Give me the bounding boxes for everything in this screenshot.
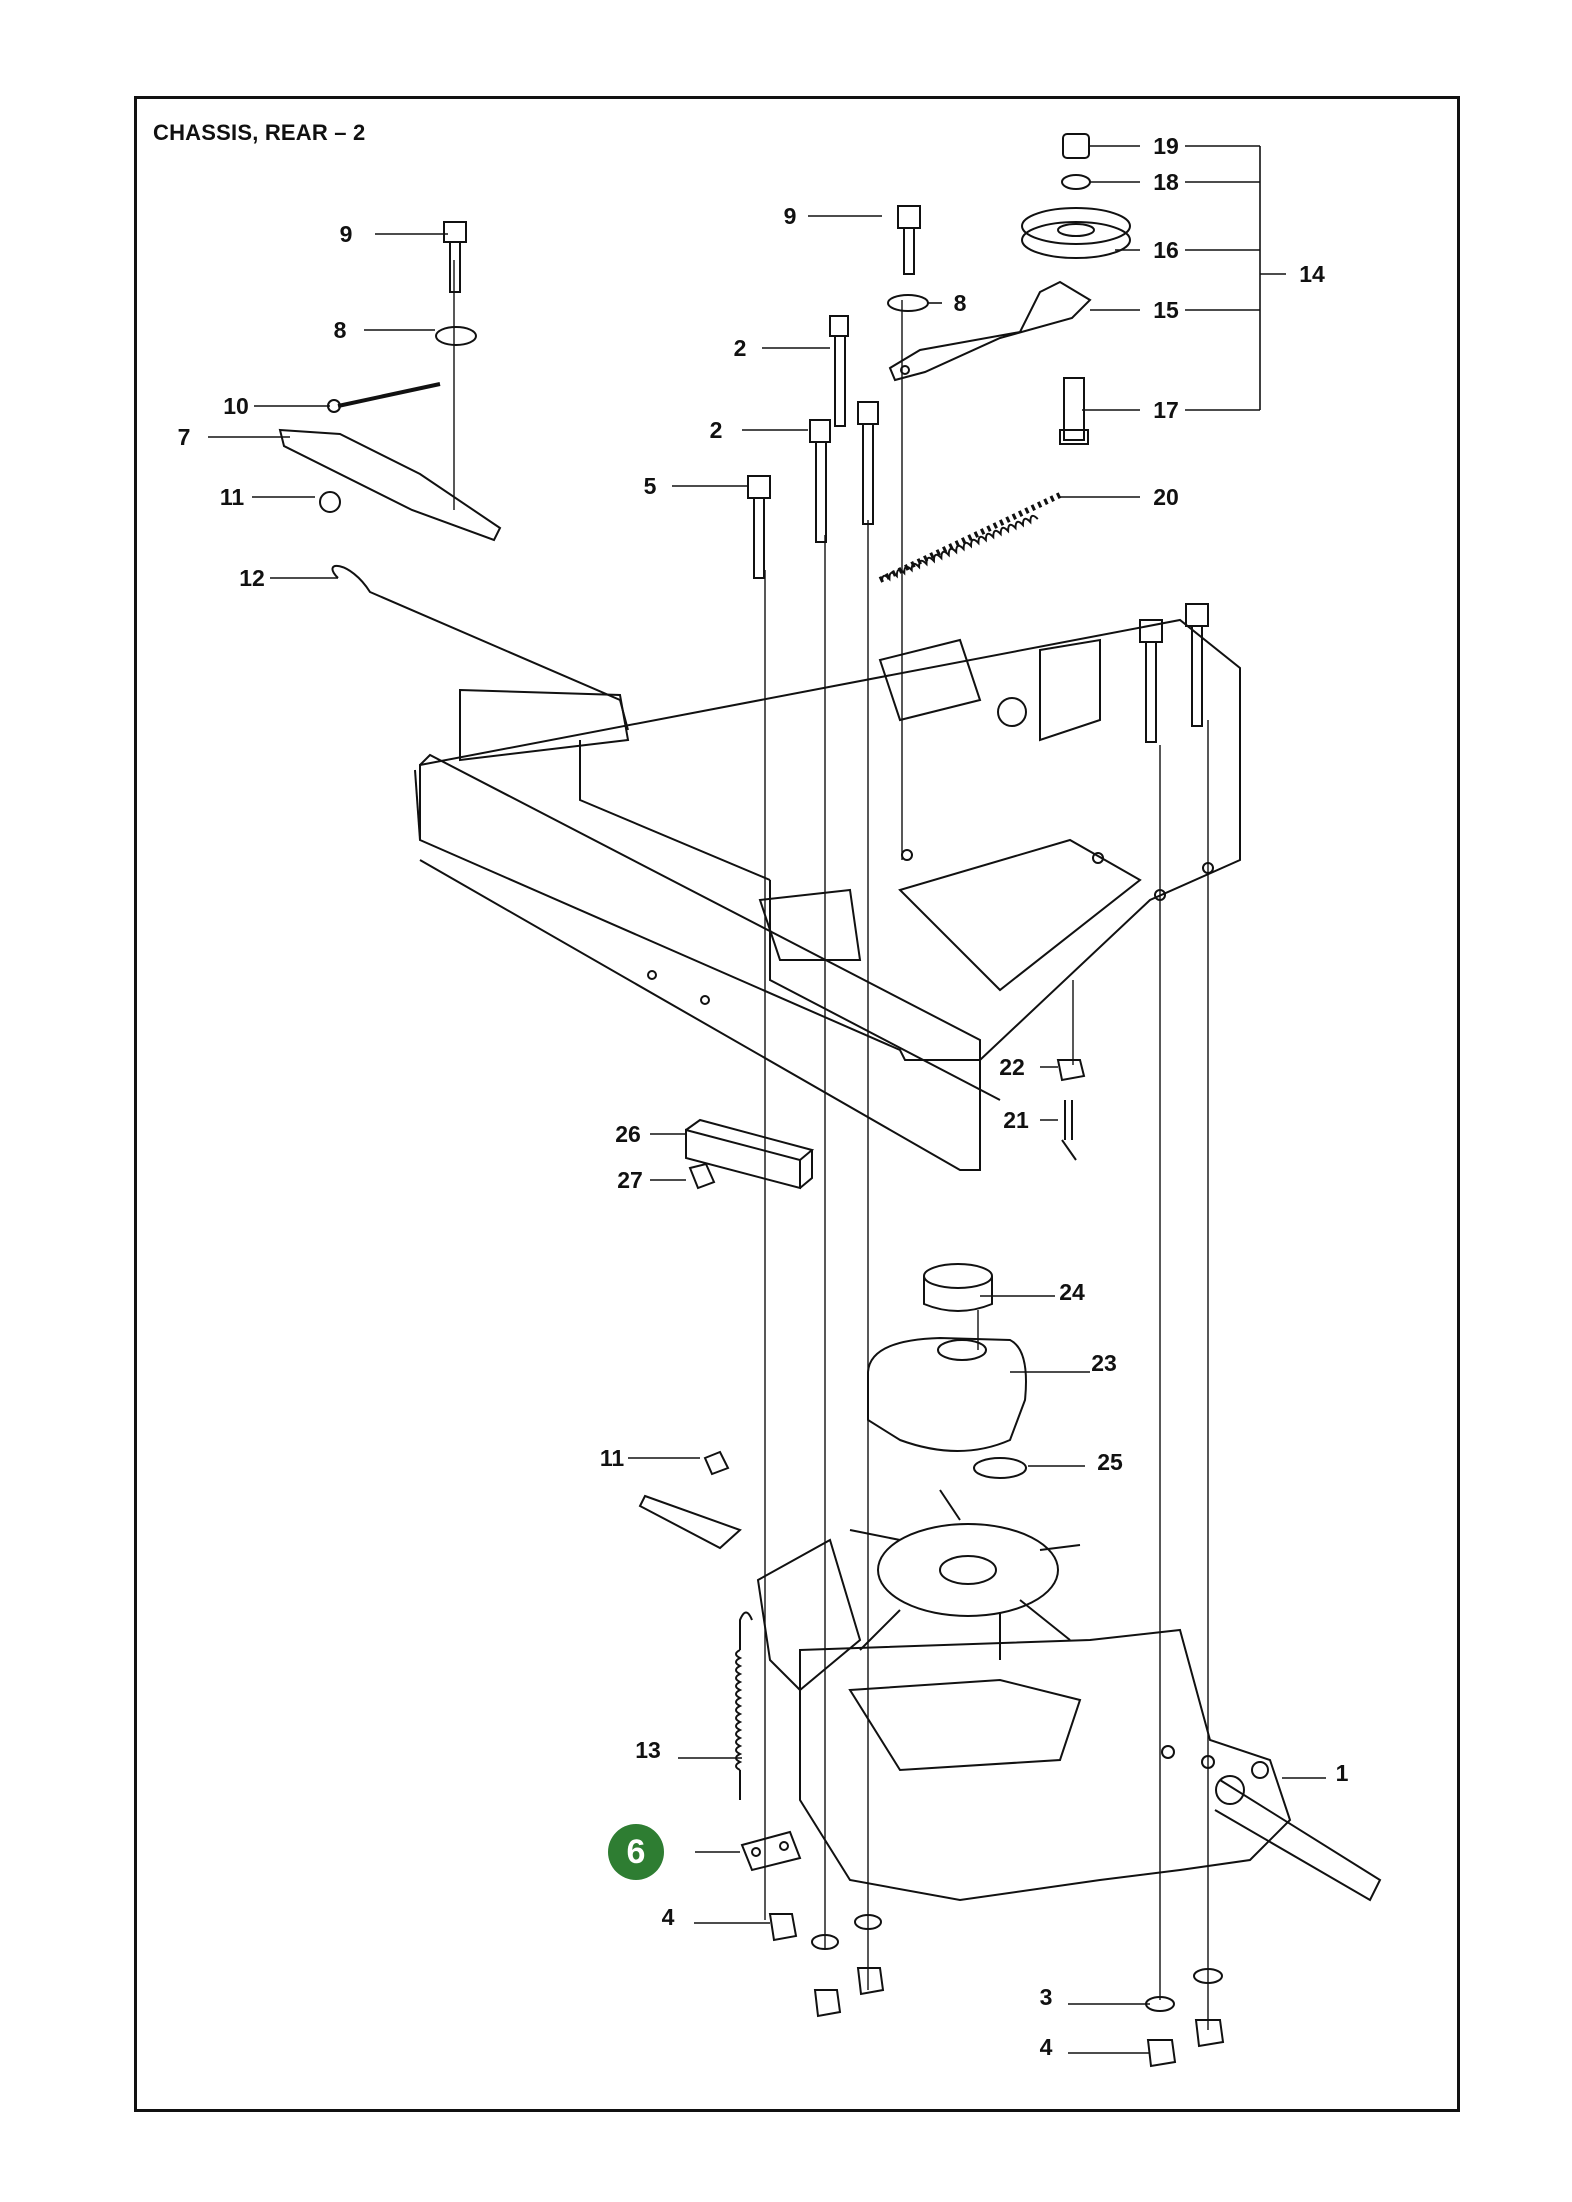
callout-9-left: 9 <box>339 221 353 247</box>
highlighted-part-6-badge[interactable]: 6 <box>608 1824 664 1880</box>
callout-27: 27 <box>617 1167 643 1193</box>
callout-12: 12 <box>239 565 265 591</box>
callout-26: 26 <box>615 1121 641 1147</box>
callout-24: 24 <box>1059 1279 1085 1305</box>
callout-14: 14 <box>1299 261 1325 287</box>
callout-2-lower: 2 <box>709 417 723 443</box>
diagram-frame <box>134 96 1460 2112</box>
callout-9-center: 9 <box>783 203 797 229</box>
callout-5: 5 <box>643 473 657 499</box>
callout-23: 23 <box>1091 1350 1117 1376</box>
spring-20 <box>880 514 1039 583</box>
callout-4-right: 4 <box>1039 2034 1053 2060</box>
page-title: CHASSIS, REAR – 2 <box>153 120 366 145</box>
callout-10: 10 <box>223 393 249 419</box>
spacer-block-26 <box>685 1118 815 1190</box>
leader-lines <box>208 145 1326 2054</box>
bracket-and-fasteners <box>703 1450 1225 2068</box>
callout-20: 20 <box>1153 484 1179 510</box>
callout-18: 18 <box>1153 169 1179 195</box>
spring-13 <box>735 1611 753 1800</box>
callout-1: 1 <box>1335 1760 1349 1786</box>
clip-and-nut-21-22 <box>1056 1059 1086 1161</box>
upper-bolts <box>747 205 1209 743</box>
callout-21: 21 <box>1003 1107 1029 1133</box>
callout-16: 16 <box>1153 237 1179 263</box>
callout-25: 25 <box>1097 1449 1123 1475</box>
callout-11-lower: 11 <box>599 1445 625 1471</box>
callout-7: 7 <box>177 424 191 450</box>
callout-22: 22 <box>999 1054 1025 1080</box>
rear-chassis-frame <box>414 618 1241 1171</box>
callout-4-left: 4 <box>661 1904 675 1930</box>
left-linkage-parts <box>278 221 630 762</box>
callout-13: 13 <box>635 1737 661 1763</box>
callout-19: 19 <box>1153 133 1179 159</box>
callout-11-upper: 11 <box>219 484 245 510</box>
callout-15: 15 <box>1153 297 1179 323</box>
transaxle-assembly <box>638 1489 1382 1902</box>
reservoir-assembly <box>867 1263 1027 1479</box>
idler-pulley-assembly <box>878 133 1131 583</box>
callout-8-center: 8 <box>953 290 967 316</box>
callout-8-left: 8 <box>333 317 347 343</box>
callout-3: 3 <box>1039 1984 1053 2010</box>
callout-2-upper: 2 <box>733 335 747 361</box>
callout-17: 17 <box>1153 397 1179 423</box>
guide-lines <box>453 260 1209 2030</box>
